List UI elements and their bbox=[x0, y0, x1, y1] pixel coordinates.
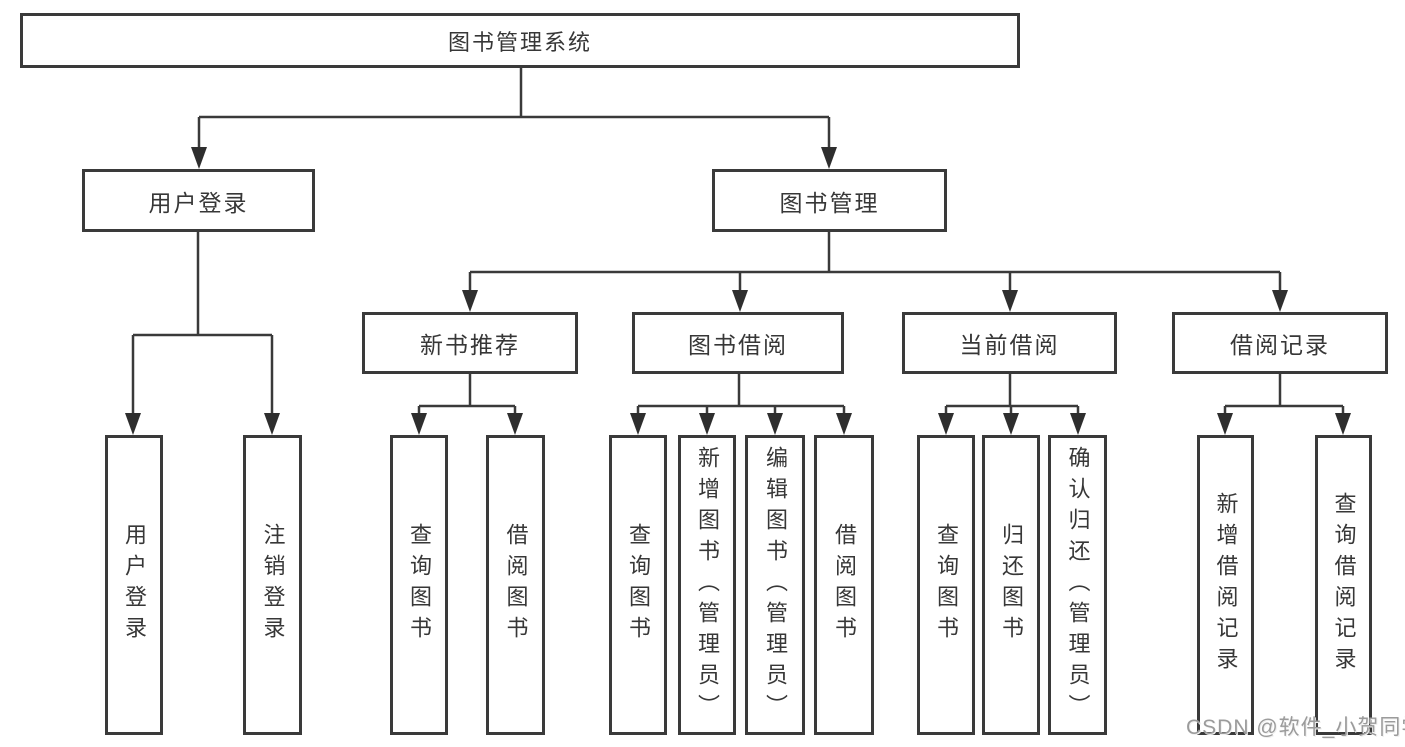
node-label: 图书管理 bbox=[779, 189, 880, 216]
leaf-edit-books-admin: 编辑图书（管理员） bbox=[745, 435, 805, 735]
leaf-borrow-books: 借阅图书 bbox=[814, 435, 874, 735]
leaf-query-borrow-record: 查询借阅记录 bbox=[1315, 435, 1372, 735]
node-label: 当前借阅 bbox=[959, 332, 1060, 358]
node-label: 新增借阅记录 bbox=[1213, 492, 1239, 678]
node-label: 新增图书（管理员） bbox=[695, 445, 720, 725]
node-label: 归还图书 bbox=[999, 523, 1024, 647]
csdn-watermark: CSDN @软件_小贺同学 bbox=[1186, 716, 1405, 739]
node-label: 注销登录 bbox=[260, 523, 286, 647]
node-label: 图书借阅 bbox=[688, 332, 788, 358]
node-book-borrowing: 图书借阅 bbox=[632, 312, 844, 374]
node-label: 查询图书 bbox=[407, 523, 432, 647]
node-label: 用户登录 bbox=[148, 189, 249, 216]
node-borrowing-records: 借阅记录 bbox=[1172, 312, 1388, 374]
node-label: 用户登录 bbox=[122, 523, 147, 647]
node-label: 图书管理系统 bbox=[447, 29, 592, 55]
node-root-book-management-system: 图书管理系统 bbox=[20, 13, 1020, 68]
node-label: 借阅图书 bbox=[832, 523, 857, 647]
leaf-borrow-books-recommend: 借阅图书 bbox=[486, 435, 545, 735]
node-book-management: 图书管理 bbox=[712, 169, 947, 232]
leaf-return-books: 归还图书 bbox=[982, 435, 1040, 735]
node-label: 编辑图书（管理员） bbox=[763, 445, 788, 725]
node-label: 新书推荐 bbox=[420, 332, 520, 358]
node-label: 查询借阅记录 bbox=[1331, 492, 1357, 678]
node-label: 查询图书 bbox=[934, 523, 959, 647]
node-label: 借阅记录 bbox=[1230, 332, 1330, 358]
node-label: 借阅图书 bbox=[503, 523, 529, 647]
leaf-confirm-return-admin: 确认归还（管理员） bbox=[1048, 435, 1107, 735]
node-new-book-recommendation: 新书推荐 bbox=[362, 312, 578, 374]
leaf-add-borrow-record: 新增借阅记录 bbox=[1197, 435, 1254, 735]
node-user-login: 用户登录 bbox=[82, 169, 315, 232]
node-label: 确认归还（管理员） bbox=[1065, 445, 1091, 725]
leaf-user-login: 用户登录 bbox=[105, 435, 163, 735]
leaf-query-books-current: 查询图书 bbox=[917, 435, 975, 735]
leaf-query-books-recommend: 查询图书 bbox=[390, 435, 448, 735]
leaf-logout: 注销登录 bbox=[243, 435, 302, 735]
leaf-add-books-admin: 新增图书（管理员） bbox=[678, 435, 736, 735]
leaf-query-books-borrowing: 查询图书 bbox=[609, 435, 667, 735]
node-label: 查询图书 bbox=[626, 523, 651, 647]
node-current-borrowing: 当前借阅 bbox=[902, 312, 1117, 374]
